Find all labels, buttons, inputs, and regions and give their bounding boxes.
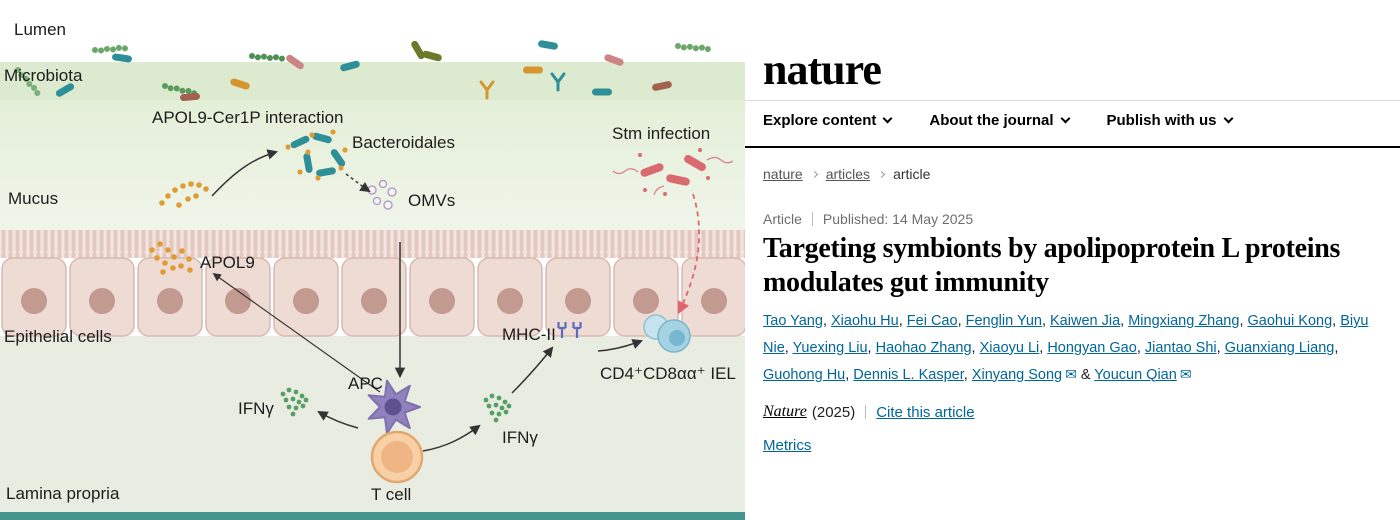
breadcrumb-nature[interactable]: nature [763, 166, 803, 182]
lumen-zone [0, 0, 745, 62]
author-link[interactable]: Jiantao Shi [1144, 339, 1217, 356]
mhc2-icon [557, 322, 582, 338]
metrics-row: Metrics [763, 437, 811, 454]
label-bacteroidales: Bacteroidales [352, 133, 456, 152]
brush-border [0, 230, 745, 258]
ifng-dots-right [483, 393, 512, 423]
author-link[interactable]: Kaiwen Jia [1050, 313, 1121, 329]
label-apc: APC [348, 374, 383, 393]
t-cell [370, 430, 424, 484]
bacteroidales-cluster [285, 129, 348, 181]
email-icon[interactable]: ✉ [1065, 365, 1077, 382]
chevron-down-icon [882, 113, 893, 124]
label-omvs: OMVs [408, 191, 456, 210]
published-date: Published: 14 May 2025 [822, 211, 974, 227]
journal-year: (2025) [811, 403, 856, 421]
author-link[interactable]: Tao Yang [763, 313, 823, 329]
page-title: Targeting symbionts by apolipoprotein L … [763, 233, 1341, 299]
author-link[interactable]: Xiaohu Hu [831, 313, 899, 329]
journal-link[interactable]: Nature [763, 403, 807, 420]
metrics-link[interactable]: Metrics [763, 437, 812, 454]
author-link[interactable]: Fenglin Yun [965, 313, 1042, 329]
ifng-dots-left [280, 387, 309, 417]
header-divider [745, 100, 1400, 101]
author-link[interactable]: Biyu Nie [763, 313, 1369, 356]
gut-immunity-diagram [0, 0, 745, 520]
label-iel: CD4⁺CD8αα⁺ IEL [600, 364, 736, 383]
breadcrumb-articles[interactable]: articles [825, 166, 871, 182]
microbiota-band [0, 62, 745, 100]
email-icon[interactable]: ✉ [1179, 365, 1192, 382]
author-link[interactable]: Mingxiang Zhang [1128, 313, 1240, 329]
meta-separator [811, 212, 813, 226]
apol9-dots-lower [149, 241, 193, 275]
label-interaction: APOL9-Cer1P interaction [152, 108, 344, 127]
label-mhc2: MHC-II [502, 325, 556, 344]
apc-cell [367, 379, 421, 435]
lamina-propria-zone [0, 336, 745, 512]
article-type: Article [763, 211, 802, 227]
article-meta: Article Published: 14 May 2025 [763, 211, 973, 227]
breadcrumb-article: article [893, 166, 931, 182]
author-link[interactable]: Xinyang Song [971, 366, 1063, 383]
author-link[interactable]: Haohao Zhang [875, 339, 972, 356]
author-link[interactable]: Guanxiang Liang [1224, 339, 1335, 356]
infection-arrow [677, 193, 701, 315]
author-link[interactable]: Guohong Hu [763, 366, 846, 383]
nav-label: Explore content [763, 112, 877, 129]
author-link[interactable]: Hongyan Gao [1047, 339, 1137, 356]
figure-bottom-bar [0, 512, 745, 520]
breadcrumb: nature articles article [763, 166, 930, 182]
nav-publish-with-us[interactable]: Publish with us [1106, 112, 1233, 129]
author-link[interactable]: Xiaoyu Li [979, 339, 1040, 356]
label-tcell: T cell [371, 485, 412, 504]
article-panel: nature Explore content About the journal… [745, 0, 1400, 520]
figure-panel: Lumen Microbiota APOL9-Cer1P interaction… [0, 0, 745, 520]
nav-about-the-journal[interactable]: About the journal [929, 112, 1070, 129]
cite-separator [865, 405, 867, 419]
label-microbiota: Microbiota [4, 66, 83, 85]
epithelium [1, 257, 745, 337]
chevron-down-icon [1223, 113, 1233, 124]
author-link[interactable]: Yuexing Liu [792, 339, 868, 356]
site-nav: Explore content About the journal Publis… [763, 112, 1233, 129]
chevron-down-icon [1060, 113, 1070, 124]
stm-bacteria [612, 148, 734, 196]
label-epithelial: Epithelial cells [4, 327, 112, 346]
author-link[interactable]: Gaohui Kong [1247, 313, 1333, 329]
nav-label: About the journal [929, 112, 1054, 129]
author-link[interactable]: Dennis L. Kasper [853, 366, 964, 383]
label-ifng-right: IFNγ [502, 428, 538, 447]
nav-divider [745, 146, 1400, 148]
chevron-right-icon [810, 170, 818, 178]
label-stm-infection: Stm infection [612, 124, 711, 143]
author-link[interactable]: Youcun Qian [1094, 366, 1177, 383]
nav-explore-content[interactable]: Explore content [763, 112, 893, 129]
pathway-arrows [211, 149, 643, 452]
citation-row: Nature (2025) Cite this article [763, 403, 975, 421]
label-ifng-left: IFNγ [238, 399, 274, 418]
label-lumen: Lumen [14, 20, 66, 39]
label-mucus: Mucus [8, 189, 59, 208]
nav-label: Publish with us [1106, 112, 1217, 129]
apol9-dots-upper [159, 181, 209, 208]
nature-logo[interactable]: nature [763, 45, 882, 94]
cite-this-article-link[interactable]: Cite this article [876, 403, 975, 421]
label-lamina: Lamina propria [6, 484, 120, 503]
chevron-right-icon [878, 170, 886, 178]
mucus-layer [0, 100, 745, 230]
author-link[interactable]: Fei Cao [906, 313, 958, 329]
iel-cell [643, 314, 691, 353]
author-list: Tao Yang, Xiaohu Hu, Fei Cao, Fenglin Yu… [763, 313, 1369, 383]
label-apol9: APOL9 [200, 253, 255, 272]
